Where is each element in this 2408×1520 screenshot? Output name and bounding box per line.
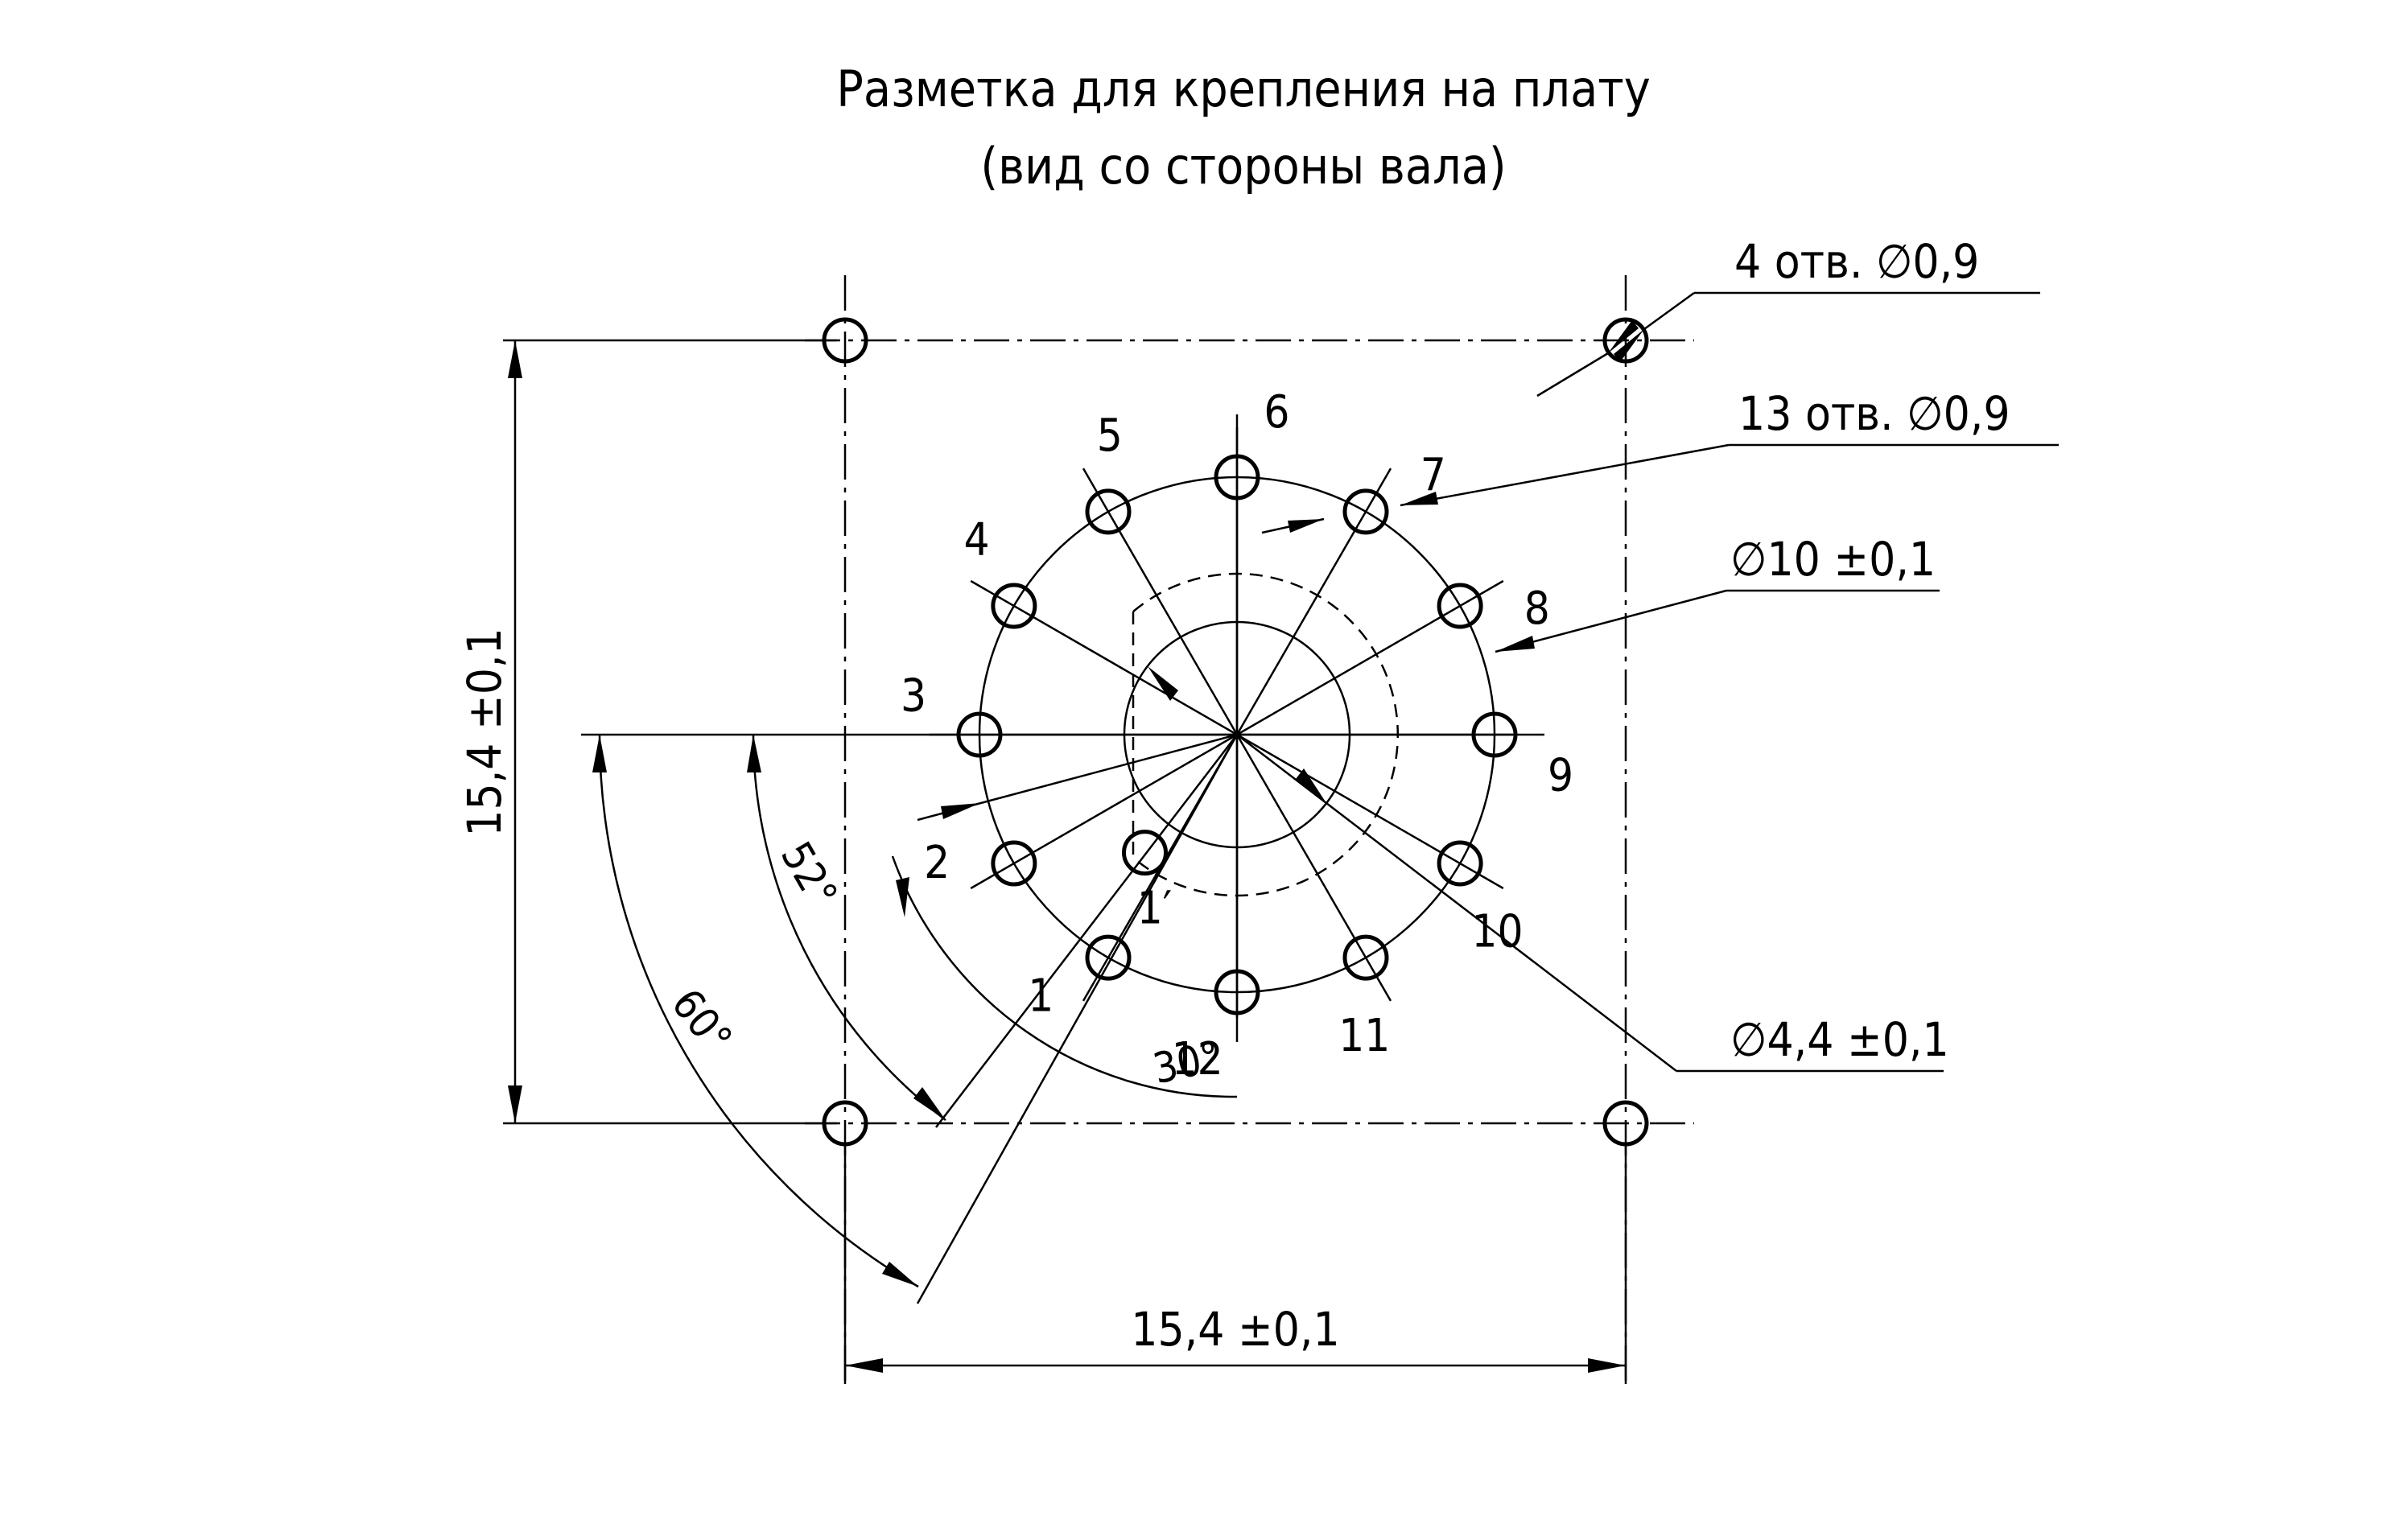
- pin-hole-10: [1437, 840, 1483, 887]
- angle-arcs: 52° 60° 30°: [592, 734, 1238, 1288]
- pin-label-5: 5: [1097, 410, 1123, 462]
- pin-hole-5: [1085, 488, 1132, 535]
- pin-label-4: 4: [964, 513, 990, 566]
- pin-hole-7: [1342, 488, 1389, 535]
- mount-holes-callout-label: 4 отв. ∅0,9: [1734, 234, 1979, 289]
- angle-rays: [916, 734, 1239, 1304]
- pin-holes-callout-label: 13 отв. ∅0,9: [1738, 386, 2010, 441]
- angle-52-label: 52°: [771, 834, 846, 917]
- inner-circle-callout: ∅4,4 ±0,1: [1148, 666, 1949, 1073]
- title-line-2: (вид со стороны вала): [980, 137, 1506, 196]
- horizontal-dimension-label: 15,4 ±0,1: [1131, 1302, 1339, 1357]
- square-centerlines: [805, 275, 1694, 1384]
- mount-holes-callout: 4 отв. ∅0,9: [1536, 234, 2040, 398]
- outer-circle-callout-label: ∅10 ±0,1: [1730, 532, 1936, 587]
- mount-hole-top-right: [1602, 317, 1649, 364]
- title-line-1: Разметка для крепления на плату: [836, 60, 1651, 118]
- vertical-dimension-label: 15,4 ±0,1: [457, 628, 512, 836]
- pin-label-12: 12: [1172, 1033, 1223, 1085]
- pin-hole-9: [1471, 711, 1518, 758]
- pin-hole-6: [1214, 454, 1260, 500]
- inner-circle-callout-label: ∅4,4 ±0,1: [1730, 1012, 1949, 1067]
- pin-label-10: 10: [1471, 906, 1523, 958]
- pin-ray-2: [970, 733, 1238, 890]
- pin-label-9: 9: [1548, 749, 1573, 801]
- pin-label-11: 11: [1338, 1010, 1390, 1062]
- pin-hole-12: [1214, 969, 1260, 1015]
- pin-label-3: 3: [901, 670, 926, 723]
- pin-hole-4: [991, 583, 1037, 629]
- pin-ray-4: [970, 579, 1238, 736]
- pin-ray-7: [1235, 468, 1392, 735]
- pin-hole-1: [1085, 934, 1132, 981]
- pin-hole-8: [1437, 583, 1483, 629]
- pin-hole-3: [956, 711, 1003, 758]
- pin-hole-2: [991, 840, 1037, 887]
- vertical-dimension: 15,4 ±0,1: [457, 339, 837, 1125]
- pin-hole-11: [1342, 934, 1389, 981]
- pin-ray-5: [1082, 468, 1239, 735]
- inner-pin-hole: [1121, 830, 1168, 876]
- pin-label-8: 8: [1524, 583, 1550, 635]
- horizontal-dimension: 15,4 ±0,1: [843, 1146, 1627, 1384]
- pin-label-6: 6: [1264, 386, 1289, 439]
- pin-ray-8: [1236, 579, 1504, 736]
- pin-ray-11: [1235, 734, 1392, 1002]
- mount-hole-bottom-right: [1602, 1100, 1649, 1147]
- angle-60-label: 60°: [662, 980, 740, 1062]
- pin-label-2: 2: [924, 837, 950, 889]
- inner-pin-label: 1′: [1137, 883, 1172, 935]
- pin-ray-10: [1236, 733, 1504, 890]
- pin-holes-callout: 13 отв. ∅0,9: [1261, 386, 2059, 534]
- pin-holes: [956, 454, 1518, 1015]
- outer-circle-callout: ∅10 ±0,1: [917, 532, 1940, 822]
